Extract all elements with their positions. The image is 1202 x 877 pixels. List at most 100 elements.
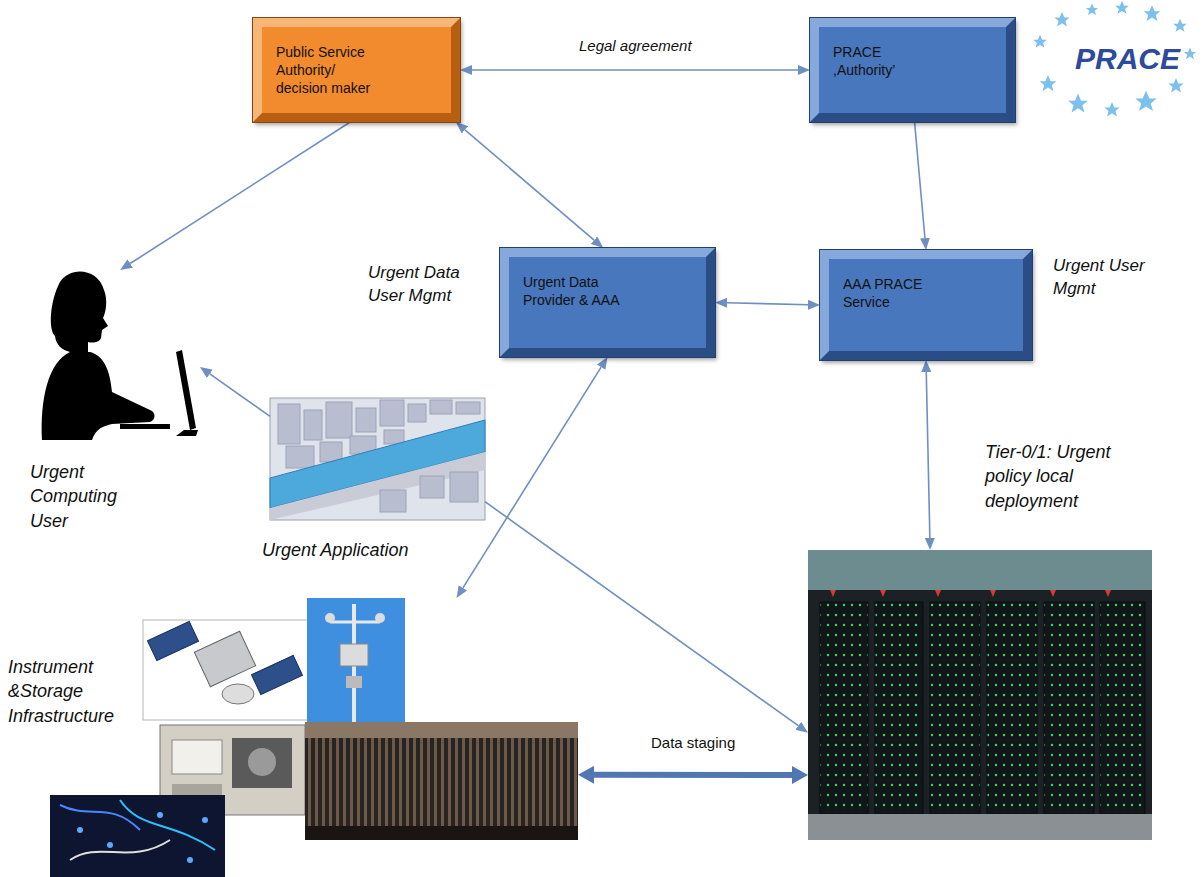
instrument-pictures-part	[143, 620, 308, 720]
supercomputer-picture-part-part	[990, 590, 996, 597]
supercomputer-picture-part-part	[987, 602, 1037, 814]
connector-arrow	[926, 372, 930, 538]
supercomputer-picture-part-part	[830, 590, 836, 597]
prace-logo-part-part	[1184, 48, 1196, 60]
prace-logo-part-part	[1168, 78, 1183, 93]
supercomputer-node: Tier-0/1: Urgent policy local deployment	[808, 550, 1152, 840]
instrument-pictures-part	[305, 826, 578, 840]
supercomputer-picture-part-part	[1050, 590, 1056, 597]
user-silhouette-part	[51, 272, 108, 352]
instrument-pictures-part	[340, 644, 368, 666]
connector-arrow	[130, 122, 350, 264]
flood-simulation-picture-part	[270, 452, 485, 520]
supercomputer-picture-part	[820, 602, 1145, 814]
instrument-pictures-part	[305, 722, 578, 738]
prace-logo-part-part	[1144, 5, 1161, 21]
instrument-pictures-part	[194, 631, 255, 687]
flood-simulation-picture-part-part	[450, 472, 478, 502]
connector-arrow	[485, 502, 798, 726]
supercomputer-picture-part	[808, 550, 1152, 590]
instrument-pictures-part	[60, 800, 215, 860]
box-text: Public Service Authority/ decision maker	[276, 43, 386, 98]
edge-label: Data staging	[648, 733, 738, 753]
connector-arrow	[210, 374, 270, 416]
supercomputer-picture-part-part	[1044, 602, 1094, 814]
prace-logo-part-part	[1086, 4, 1098, 16]
logo-text: PRACE	[1075, 42, 1180, 76]
instrument-pictures-part	[346, 676, 362, 688]
instrument-pictures-part	[375, 613, 385, 623]
prace-logo-part-part	[1068, 94, 1088, 113]
prace-logo-part-part	[1173, 19, 1187, 32]
box-text: AAA PRACE Service	[843, 275, 943, 311]
node-caption: Urgent Computing User	[30, 460, 140, 533]
flood-simulation-picture-part-part	[384, 430, 404, 444]
connector-arrow	[463, 367, 601, 588]
supercomputer-picture-part-part	[880, 590, 886, 597]
flood-simulation-picture-part-part	[456, 402, 480, 414]
flood-simulation-picture-part-part	[278, 404, 300, 444]
flood-simulation-picture-part-part	[420, 476, 444, 498]
flood-simulation-picture-part-part	[356, 408, 376, 432]
prace-logo-part-part	[1115, 1, 1129, 14]
instrument-pictures-part	[305, 722, 578, 840]
instrument-pictures-part	[307, 598, 405, 722]
box-text: Urgent Data Provider & AAA	[523, 273, 641, 309]
instrument-pictures-part	[330, 621, 380, 624]
authority-box: Public Service Authority/ decision maker	[253, 18, 460, 122]
instrument-pictures-part-part	[187, 857, 193, 863]
instrument-pictures-part	[248, 748, 276, 776]
instrument-pictures-part-part	[202, 817, 208, 823]
node-caption: Instrument &Storage Infrastructure	[8, 655, 116, 728]
flood-simulation-picture-part-part	[380, 490, 406, 512]
supercomputer-picture-part-part	[1105, 590, 1111, 597]
instrument-pictures-part	[252, 655, 303, 694]
application-picture: Urgent Application	[270, 398, 485, 520]
supercomputer-picture	[808, 550, 1152, 840]
group-label: Urgent User Mgmt	[1053, 255, 1153, 301]
prace-logo-part-part	[1033, 35, 1047, 48]
prace-logo-part-part	[1135, 91, 1156, 111]
prace-logo-part-part	[1040, 75, 1057, 91]
prace-logo	[1018, 0, 1202, 122]
supercomputer-picture-part	[808, 814, 1152, 840]
prace-logo-part-part	[1104, 102, 1119, 117]
supercomputer-picture-part-part	[875, 602, 923, 814]
prace-logo-part-part	[1054, 12, 1069, 27]
instrument-pictures-part-part	[70, 840, 170, 860]
instrument-pictures-part	[77, 812, 208, 863]
user-silhouette-part	[176, 430, 198, 436]
instrument-pictures-part-part	[107, 842, 113, 848]
instrument-pictures-part	[325, 613, 335, 623]
instrument-pictures-part	[232, 738, 292, 788]
instrument-pictures-part-part	[120, 800, 215, 850]
supercomputer-picture-part-part	[930, 602, 980, 814]
supercomputer-picture-part	[808, 550, 1152, 840]
flood-simulation-picture-part-part	[430, 400, 452, 414]
instrument-pictures-part-part	[157, 812, 163, 818]
supercomputer-picture-part-part	[935, 590, 941, 597]
group-label: Urgent Data User Mgmt	[368, 262, 488, 308]
connector-arrow	[465, 130, 594, 240]
edge-label: Legal agreement	[576, 36, 695, 56]
service-box: AAA PRACE Service	[820, 250, 1032, 360]
node-caption: Urgent Application	[262, 538, 462, 562]
instrument-node: Instrument &Storage Infrastructure	[50, 598, 578, 870]
supercomputer-picture-part	[830, 590, 1111, 597]
flood-simulation-picture-part-part	[380, 400, 404, 426]
connector-arrow	[472, 69, 798, 71]
supercomputer-picture-part-part	[1100, 602, 1145, 814]
instrument-pictures	[50, 598, 578, 877]
user-figure: Urgent Computing User	[30, 270, 200, 440]
prace-logo-part	[1033, 1, 1196, 117]
instrument-pictures-part	[50, 795, 225, 877]
connector-arrow	[915, 122, 925, 238]
instrument-pictures-part	[148, 621, 199, 660]
flood-simulation-picture	[270, 398, 485, 520]
flood-simulation-picture-part-part	[286, 446, 314, 468]
flood-simulation-picture-part-part	[326, 402, 352, 438]
flood-simulation-picture-part	[270, 398, 485, 520]
